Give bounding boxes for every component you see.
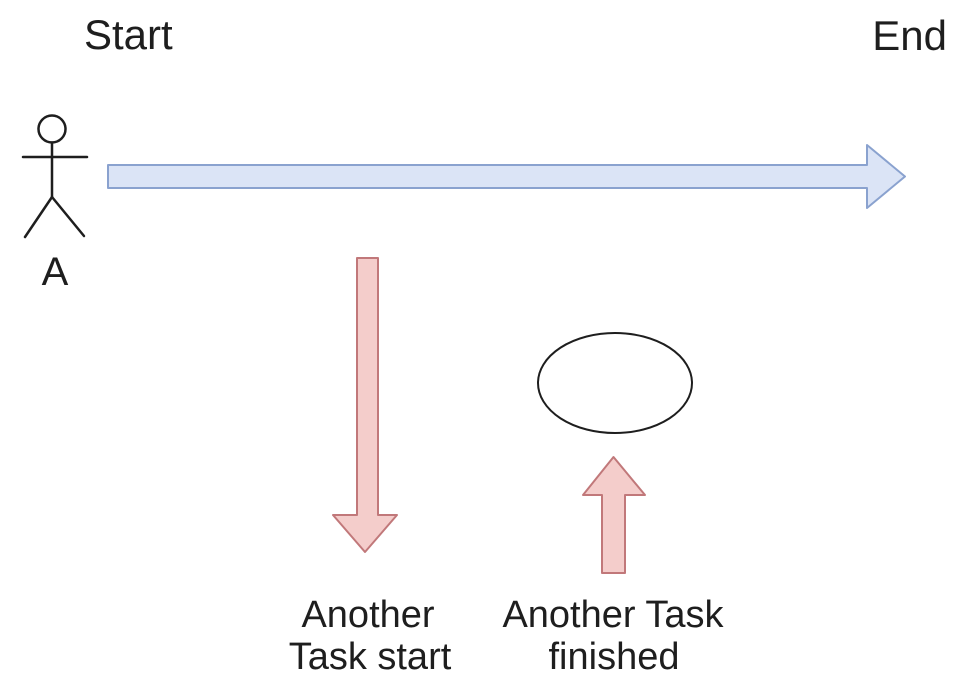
end-label: End (872, 12, 947, 59)
actor-leg-left (23, 195, 54, 239)
task-finished-label-line1: Another Task (502, 594, 724, 636)
task-finished-label: Another Task finished (502, 594, 724, 678)
task-finished-arrow (582, 456, 646, 574)
task-finished-label-line2: finished (549, 636, 680, 678)
actor-leg-right (50, 195, 86, 238)
actor-head-icon (37, 114, 67, 144)
task-start-arrow (332, 257, 398, 553)
task-start-label: Another Task start (289, 594, 452, 678)
actor-figure (21, 114, 89, 239)
actor-label: A (42, 250, 69, 294)
task-start-label-line2: Task start (289, 636, 452, 678)
timeline-arrow (107, 144, 906, 209)
task-ellipse (537, 332, 693, 434)
start-label: Start (84, 11, 173, 58)
task-start-label-line1: Another (301, 594, 434, 636)
